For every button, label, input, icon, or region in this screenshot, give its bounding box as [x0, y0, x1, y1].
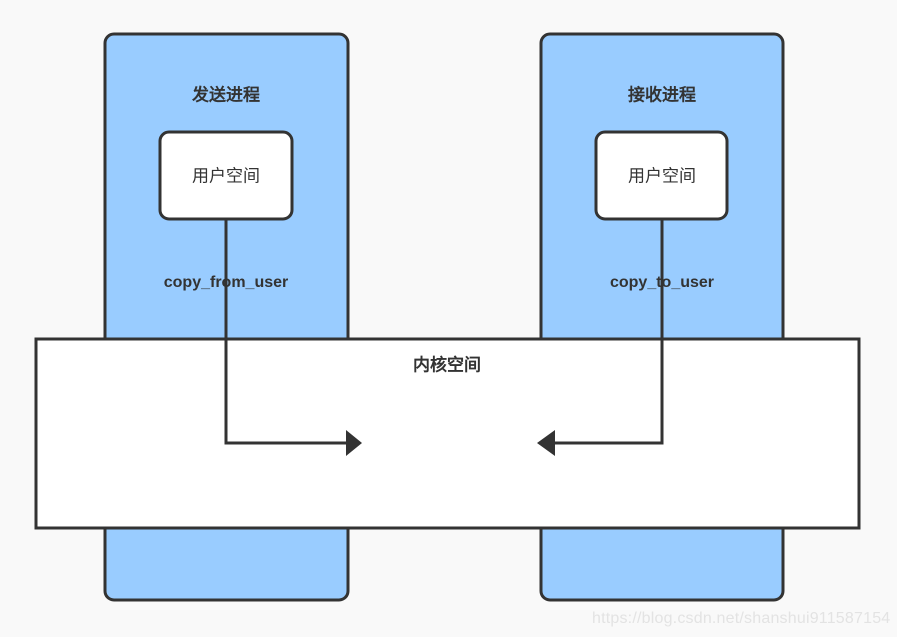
user-space-label-receiver: 用户空间: [628, 166, 696, 185]
connector-copy-to-user-inner: [553, 339, 664, 445]
arrowhead-copy-to-user-inner: [537, 430, 555, 456]
arrowhead-copy-from-user-inner: [346, 430, 362, 456]
connector-copy-from-user-inner: [224, 339, 348, 445]
process-title-sender: 发送进程: [191, 84, 260, 104]
watermark: https://blog.csdn.net/shanshui911587154: [592, 610, 890, 627]
kernel-space-box[interactable]: [34, 337, 861, 530]
user-space-label-sender: 用户空间: [192, 166, 260, 185]
process-title-receiver: 接收进程: [628, 84, 696, 104]
kernel-space-label: 内核空间: [413, 354, 481, 374]
